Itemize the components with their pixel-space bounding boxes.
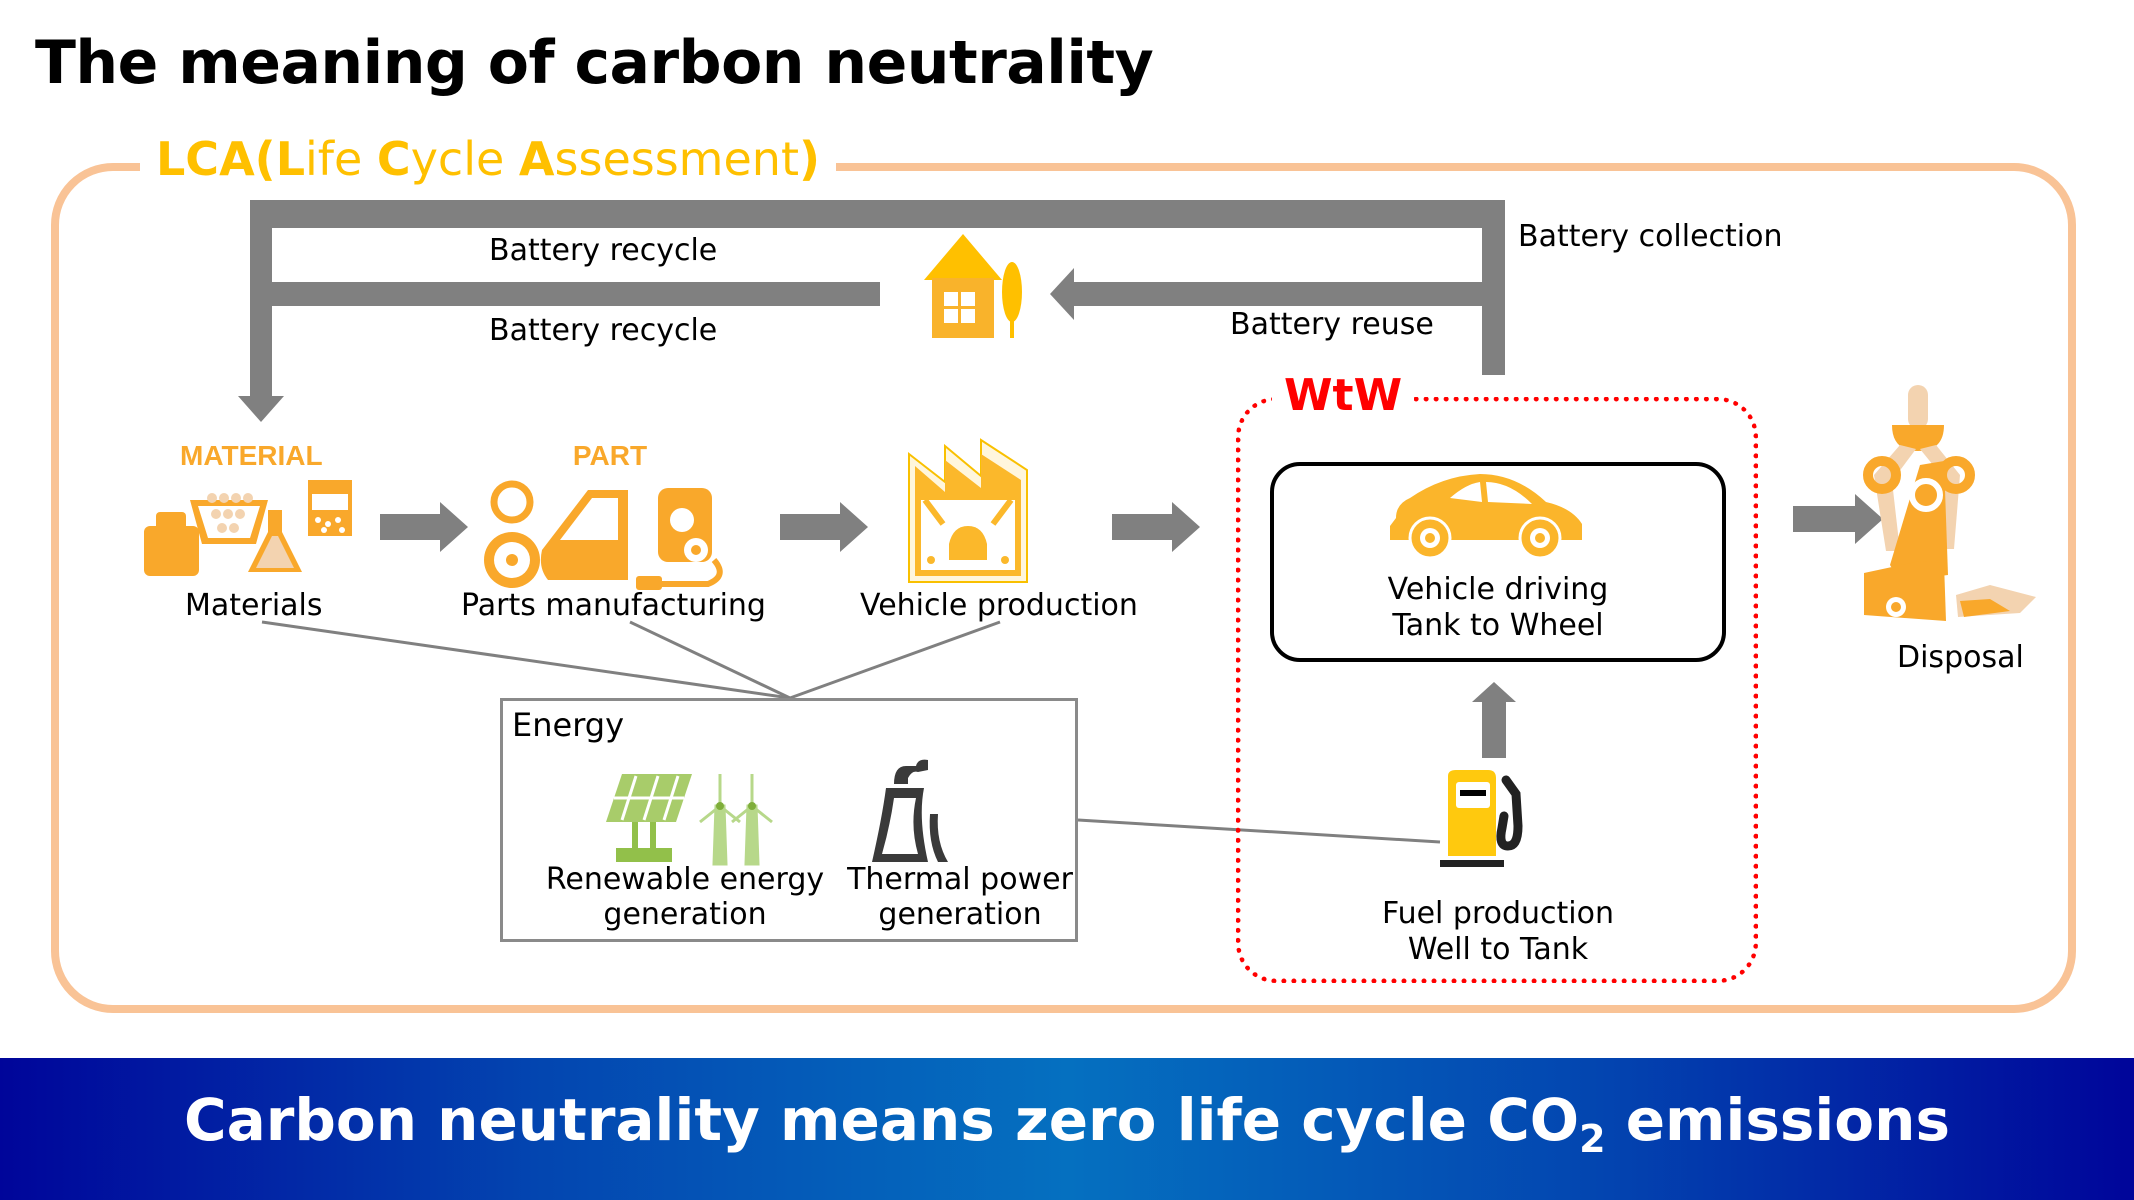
lca-label-part: A xyxy=(518,132,555,186)
battery-recycle-upper-label: Battery recycle xyxy=(489,233,718,268)
car-icon xyxy=(1390,474,1582,560)
energy-title: Energy xyxy=(512,706,625,744)
battery-recycle-lower-label: Battery recycle xyxy=(489,313,718,348)
banner-text-subscript: 2 xyxy=(1579,1117,1606,1161)
fuel-pump-icon xyxy=(1440,770,1523,867)
renewable-energy-line1: Renewable energy xyxy=(545,862,825,897)
renewable-energy-icon xyxy=(606,774,773,866)
renewable-energy-line2: generation xyxy=(603,897,767,932)
fuel-production-text: Fuel production xyxy=(1381,896,1615,931)
lca-label-part: ) xyxy=(798,132,821,186)
arrow-left-to-home xyxy=(1050,268,1074,320)
disposal-label: Disposal xyxy=(1897,640,2024,675)
battery-loop-right-bar xyxy=(1482,200,1505,375)
parts-manufacturing-label: Parts manufacturing xyxy=(461,588,766,623)
arrow-down-to-materials xyxy=(238,396,284,422)
thermal-power-line1: Thermal power xyxy=(847,862,1073,897)
banner-text-end: emissions xyxy=(1605,1086,1950,1154)
materials-label: Materials xyxy=(185,588,323,623)
wtw-label: WtW xyxy=(1272,370,1415,421)
materials-icon xyxy=(144,480,352,576)
battery-recycle-bar xyxy=(272,282,880,306)
arrow-vehicle-to-driving xyxy=(1112,502,1200,552)
part-icon-caption: PART xyxy=(572,440,648,471)
lca-label-part: LCA( xyxy=(156,132,276,186)
energy-box xyxy=(500,698,1078,942)
lca-label-part: ife xyxy=(305,132,377,186)
lca-label-part: C xyxy=(376,132,411,186)
material-icon-caption: MATERIAL xyxy=(180,440,323,471)
well-to-tank-label: Fuel production Well to Tank xyxy=(1270,896,1726,968)
summary-banner-text: Carbon neutrality means zero life cycle … xyxy=(0,1086,2134,1161)
vehicle-driving-text: Vehicle driving xyxy=(1387,572,1609,607)
thermal-power-label: Thermal power generation xyxy=(840,862,1080,932)
thermal-power-icon xyxy=(872,759,948,862)
disposal-icon xyxy=(1863,385,2036,621)
battery-loop-left-bar xyxy=(250,200,272,400)
tank-to-wheel-box xyxy=(1270,462,1726,662)
battery-loop-top-bar xyxy=(250,200,1505,228)
summary-banner xyxy=(0,1058,2134,1200)
tank-to-wheel-text: Tank to Wheel xyxy=(1392,608,1604,643)
vehicle-production-label: Vehicle production xyxy=(860,588,1138,623)
renewable-energy-label: Renewable energy generation xyxy=(540,862,830,932)
lca-label-part: ycle xyxy=(410,132,519,186)
arrow-parts-to-vehicle xyxy=(780,502,868,552)
battery-collection-label: Battery collection xyxy=(1518,219,1783,254)
lca-frame xyxy=(51,163,2076,1013)
battery-reuse-label: Battery reuse xyxy=(1230,307,1434,342)
arrow-up-fuel-to-driving xyxy=(1472,682,1516,758)
home-storage-icon xyxy=(924,234,1022,338)
well-to-tank-text: Well to Tank xyxy=(1407,932,1589,967)
lca-label: LCA(Life Cycle Assessment) xyxy=(140,132,837,186)
banner-text-main: Carbon neutrality means zero life cycle … xyxy=(184,1086,1580,1154)
tank-to-wheel-label: Vehicle driving Tank to Wheel xyxy=(1270,572,1726,644)
battery-reuse-bar xyxy=(1072,282,1482,306)
arrow-materials-to-parts xyxy=(380,502,468,552)
arrow-driving-to-disposal xyxy=(1793,494,1883,544)
wtw-boundary xyxy=(1236,397,1758,983)
lca-label-part: ssessment xyxy=(554,132,799,186)
thermal-power-line2: generation xyxy=(878,897,1042,932)
factory-icon xyxy=(908,438,1028,583)
page-title: The meaning of carbon neutrality xyxy=(35,28,1154,98)
parts-icon xyxy=(484,480,723,590)
lca-label-part: L xyxy=(275,132,306,186)
